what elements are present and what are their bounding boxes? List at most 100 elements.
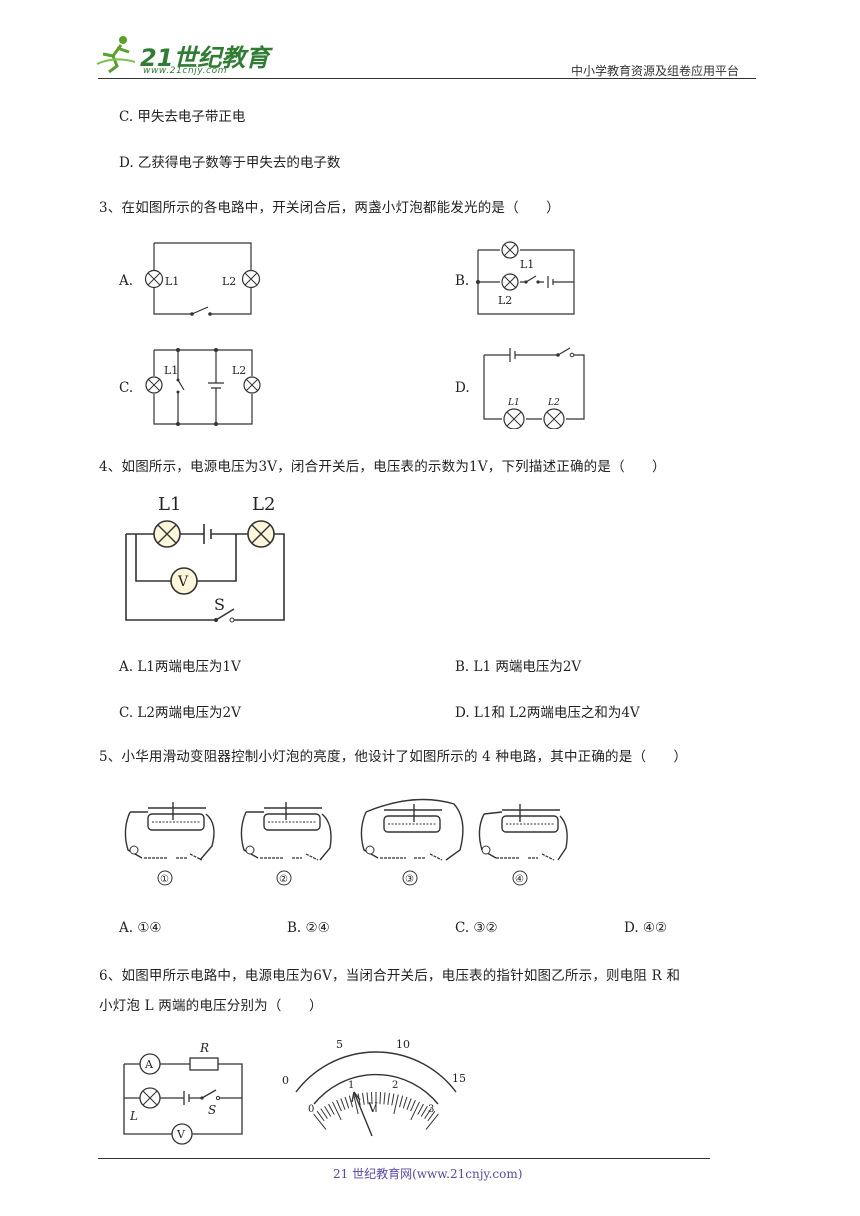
dial-tick bbox=[362, 1092, 365, 1105]
q3c-l2-label: L2 bbox=[232, 364, 246, 377]
dial-tick bbox=[332, 1101, 342, 1121]
dial-tick bbox=[371, 1092, 373, 1105]
lamp-icon bbox=[543, 408, 565, 429]
q6-s-label: S bbox=[208, 1103, 216, 1117]
dial-outer-5: 5 bbox=[336, 1038, 343, 1051]
q4-s-label: S bbox=[214, 595, 225, 614]
q3b-l2-label: L2 bbox=[498, 294, 512, 307]
q5-option-a: A. ①④ bbox=[119, 920, 162, 936]
dial-tick bbox=[417, 1103, 424, 1115]
dial-tick bbox=[427, 1110, 436, 1122]
q4-option-d: D. L1和 L2两端电压之和为4V bbox=[455, 705, 640, 721]
q6-r-label: R bbox=[199, 1041, 209, 1055]
q6-stem-line2: 小灯泡 L 两端的电压分别为（ ） bbox=[99, 998, 323, 1014]
q4-option-c: C. L2两端电压为2V bbox=[119, 705, 241, 721]
header-rule bbox=[98, 78, 756, 79]
dial-unit: V bbox=[367, 1101, 378, 1116]
lamp-icon bbox=[153, 520, 181, 548]
dial-tick bbox=[344, 1096, 350, 1109]
header-platform-text: 中小学教育资源及组卷应用平台 bbox=[571, 64, 740, 78]
lamp-icon bbox=[501, 273, 519, 291]
lamp-icon bbox=[145, 376, 163, 394]
logo-main-text: 21世纪教育 bbox=[140, 44, 270, 72]
q6-v-label: V bbox=[176, 1128, 186, 1141]
q3-circuit-a: L1 L2 bbox=[144, 242, 261, 316]
dial-tick bbox=[410, 1101, 420, 1121]
q3-label-b: B. bbox=[455, 273, 470, 289]
dial-outer-10: 10 bbox=[396, 1038, 410, 1051]
dial-tick bbox=[402, 1096, 408, 1109]
dial-tick bbox=[425, 1113, 439, 1130]
q3-circuit-b: L1 L2 bbox=[476, 241, 575, 315]
rheostat-figure-4: ④ bbox=[478, 804, 568, 886]
dial-tick bbox=[406, 1098, 412, 1110]
q3-label-c: C. bbox=[119, 380, 134, 396]
q3b-l1-label: L1 bbox=[520, 258, 534, 271]
dial-tick bbox=[348, 1095, 354, 1108]
rheostat-label-2: ② bbox=[279, 874, 288, 885]
q6-l-label: L bbox=[129, 1109, 138, 1123]
q5-option-b: B. ②④ bbox=[287, 920, 330, 936]
lamp-icon bbox=[501, 241, 519, 259]
lamp-icon bbox=[243, 376, 261, 394]
dial-tick bbox=[424, 1108, 432, 1119]
rheostat-figure-1: ① bbox=[124, 802, 215, 886]
lamp-icon bbox=[144, 269, 164, 289]
dial-inner-0: 0 bbox=[308, 1104, 314, 1115]
q3c-l1-label: L1 bbox=[164, 364, 178, 377]
dial-inner-2: 2 bbox=[392, 1080, 398, 1091]
dial-tick bbox=[387, 1092, 390, 1105]
rheostat-figure-2: ② bbox=[240, 802, 332, 886]
dial-tick bbox=[328, 1103, 335, 1115]
voltmeter-icon: V bbox=[170, 567, 198, 595]
lamp-icon bbox=[247, 520, 275, 548]
q6-a-label: A bbox=[144, 1058, 154, 1071]
dial-tick bbox=[398, 1095, 404, 1108]
rheostat-label-3: ③ bbox=[405, 874, 414, 885]
q4-circuit: V L1 L2 S bbox=[125, 494, 285, 623]
q6-voltmeter-dial: 0 5 10 15 0 1 2 3 V bbox=[282, 1038, 466, 1137]
q3-circuit-d: L1 L2 bbox=[483, 347, 585, 429]
q4-v-label: V bbox=[177, 574, 189, 590]
rheostat-label-1: ① bbox=[160, 874, 169, 885]
q4-stem: 4、如图所示，电源电压为3V，闭合开关后，电压表的示数为1V，下列描述正确的是（… bbox=[99, 459, 666, 475]
dial-tick bbox=[420, 1105, 428, 1117]
dial-inner-3: 3 bbox=[428, 1104, 434, 1115]
header: 21世纪教育 www.21cnjy.com 中小学教育资源及组卷应用平台 bbox=[0, 0, 860, 80]
q6-stem-line1: 6、如图甲所示电路中，电源电压为6V，当闭合开关后，电压表的指针如图乙所示，则电… bbox=[99, 968, 681, 984]
lamp-icon bbox=[503, 408, 525, 429]
lamp-icon bbox=[139, 1087, 161, 1109]
q3a-l1-label: L1 bbox=[165, 275, 179, 288]
dial-tick bbox=[379, 1092, 381, 1105]
logo-runner-icon bbox=[96, 36, 136, 74]
q3d-l1-label: L1 bbox=[507, 398, 520, 408]
ammeter-icon: A bbox=[139, 1053, 161, 1075]
dial-tick bbox=[340, 1098, 346, 1110]
q3-stem: 3、在如图所示的各电路中，开关闭合后，两盏小灯泡都能发光的是（ ） bbox=[99, 200, 560, 216]
q3-label-a: A. bbox=[119, 273, 134, 289]
q5-stem: 5、小华用滑动变阻器控制小灯泡的亮度，他设计了如图所示的 4 种电路，其中正确的… bbox=[99, 749, 688, 765]
q5-option-c: C. ③② bbox=[455, 920, 498, 936]
dial-inner-1: 1 bbox=[348, 1080, 354, 1091]
q4-option-b: B. L1 两端电压为2V bbox=[455, 659, 582, 675]
q5-rheostat-figures: ① ② ③ ④ bbox=[124, 798, 568, 886]
dial-tick bbox=[320, 1108, 328, 1119]
dial-tick bbox=[366, 1092, 369, 1105]
dial-tick bbox=[393, 1094, 399, 1115]
footer-text: 21 世纪教育网(www.21cnjy.com) bbox=[333, 1167, 523, 1181]
dial-tick bbox=[353, 1094, 359, 1115]
rheostat-figure-3: ③ bbox=[360, 798, 464, 886]
q2-option-d: D. 乙获得电子数等于甲失去的电子数 bbox=[119, 155, 341, 171]
dial-tick bbox=[324, 1105, 332, 1117]
dial-outer-15: 15 bbox=[452, 1072, 466, 1085]
dial-tick bbox=[316, 1110, 325, 1122]
lamp-icon bbox=[241, 269, 261, 289]
dial-outer-0: 0 bbox=[282, 1074, 289, 1087]
q3-label-d: D. bbox=[455, 380, 470, 396]
voltmeter-icon: V bbox=[171, 1123, 193, 1145]
q6-circuit: A V R L S bbox=[123, 1041, 243, 1145]
dial-tick bbox=[410, 1099, 416, 1112]
footer-rule bbox=[98, 1158, 710, 1159]
q3a-l2-label: L2 bbox=[222, 275, 236, 288]
logo-sub-text: www.21cnjy.com bbox=[143, 66, 228, 76]
